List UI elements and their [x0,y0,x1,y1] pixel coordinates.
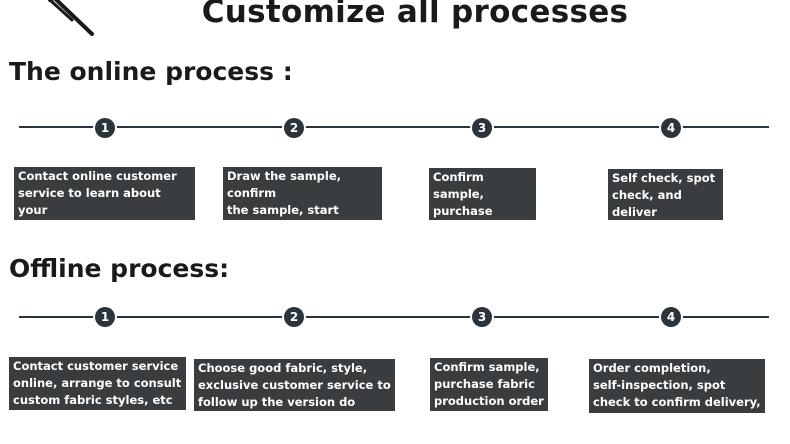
offline-step-1-marker: 1 [95,307,115,327]
offline-timeline [19,316,769,318]
offline-process-heading: Offline process: [9,254,230,283]
offline-step-3-text: Confirm sample, purchase fabric producti… [430,358,548,411]
online-step-4-text: Self check, spot check, and deliver afte… [608,169,723,253]
offline-step-2-marker: 2 [284,307,304,327]
online-timeline [19,126,769,128]
online-step-4-marker: 4 [661,118,681,138]
scissors-icon [48,0,94,36]
offline-step-3-marker: 3 [472,307,492,327]
offline-step-2-text: Choose good fabric, style, exclusive cus… [194,359,395,426]
online-step-1-marker: 1 [95,118,115,138]
online-step-2-text: Draw the sample, confirm the sample, sta… [223,167,382,251]
online-step-3-text: Confirm sample, purchase fabric producti… [429,168,536,269]
online-step-3-marker: 3 [472,118,492,138]
offline-step-4-marker: 4 [661,307,681,327]
offline-step-4-text: Order completion, self-inspection, spot … [589,359,765,413]
online-step-1-text: Contact online customer service to learn… [14,167,195,251]
offline-step-1-text: Contact customer service online, arrange… [9,357,186,410]
online-step-2-marker: 2 [284,118,304,138]
page-title: Customize all processes [201,0,629,30]
online-process-heading: The online process : [9,57,293,86]
